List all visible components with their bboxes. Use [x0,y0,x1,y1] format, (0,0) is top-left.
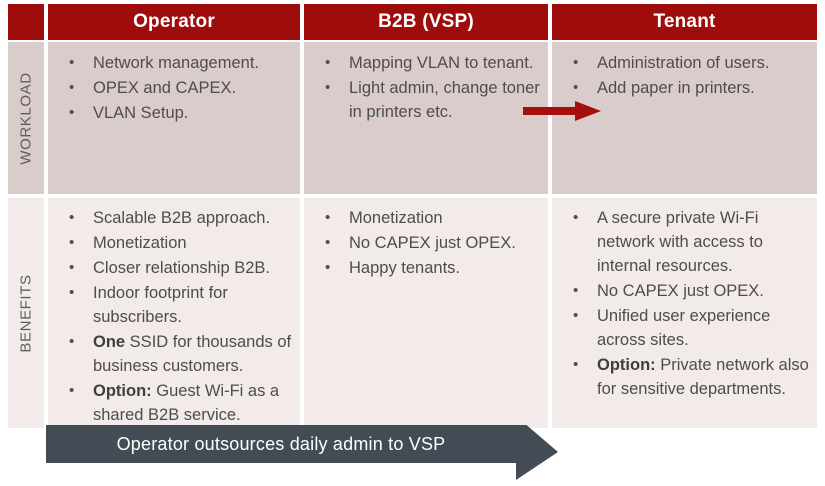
bullet-text: Add paper in printers. [597,79,755,97]
column-divider-3 [548,42,552,194]
list-item: Option: Private network also for sensiti… [564,353,811,401]
list-item: OPEX and CAPEX. [60,76,294,100]
bullet-emphasis: Option: [93,382,152,400]
cell-benefits-b2b: Monetization No CAPEX just OPEX. Happy t… [304,198,548,428]
bullet-list-workload-tenant: Administration of users. Add paper in pr… [564,51,811,101]
bullet-text: Administration of users. [597,54,770,72]
bullet-text: Monetization [93,234,187,252]
right-arrow-icon [523,101,601,121]
column-divider-2 [300,42,304,194]
bullet-list-benefits-operator: Scalable B2B approach. Monetization Clos… [60,206,294,428]
bullet-emphasis: Option: [597,356,656,374]
header-cell-tenant: Tenant [552,4,817,40]
header-corner-cell [8,4,44,40]
header-label-tenant: Tenant [653,11,716,32]
header-label-b2b: B2B (VSP) [378,11,474,32]
list-item: Monetization [316,206,542,230]
bullet-list-workload-b2b: Mapping VLAN to tenant. Light admin, cha… [316,51,542,125]
bullet-text: Monetization [349,209,443,227]
list-item: Network management. [60,51,294,75]
cell-workload-b2b: Mapping VLAN to tenant. Light admin, cha… [304,42,548,194]
bullet-text: Scalable B2B approach. [93,209,271,227]
table-header-row: Operator B2B (VSP) Tenant [8,4,817,40]
bullet-text: Network management. [93,54,259,72]
bullet-text: No CAPEX just OPEX. [349,234,516,252]
column-divider-1 [44,198,48,428]
bullet-text: Closer relationship B2B. [93,259,271,277]
column-divider-3 [548,198,552,428]
column-divider-2 [300,198,304,428]
list-item: Happy tenants. [316,256,542,280]
bullet-text: SSID for thousands of business customers… [93,333,292,375]
row-divider-workload-benefits [8,194,817,198]
list-item: Closer relationship B2B. [60,256,294,280]
list-item: No CAPEX just OPEX. [316,231,542,255]
list-item: VLAN Setup. [60,101,294,125]
list-item: No CAPEX just OPEX. [564,279,811,303]
rotated-label-workload: WORKLOAD [8,42,44,194]
bullet-text: Mapping VLAN to tenant. [349,54,534,72]
cell-benefits-tenant: A secure private Wi-Fi network with acce… [552,198,817,428]
list-item: Option: Guest Wi-Fi as a shared B2B serv… [60,379,294,427]
bullet-text: Unified user experience across sites. [597,307,771,349]
cell-benefits-operator: Scalable B2B approach. Monetization Clos… [48,198,300,428]
bullet-text: Light admin, change toner in printers et… [349,79,540,121]
bullet-text: Private network also for sensitive depar… [597,356,809,398]
bullet-list-benefits-b2b: Monetization No CAPEX just OPEX. Happy t… [316,206,542,281]
list-item: Administration of users. [564,51,811,75]
bullet-list-benefits-tenant: A secure private Wi-Fi network with acce… [564,206,811,402]
row-label-cell-benefits: BENEFITS [8,198,44,428]
bullet-text: Indoor footprint for subscribers. [93,284,228,326]
bullet-text: VLAN Setup. [93,104,189,122]
header-body-divider [8,40,817,42]
header-label-operator: Operator [133,11,215,32]
banner-arrow-shape [46,425,558,480]
list-item: Scalable B2B approach. [60,206,294,230]
list-item: Monetization [60,231,294,255]
bullet-text: OPEX and CAPEX. [93,79,237,97]
table-row-workload: WORKLOAD Network management. OPEX and CA… [8,42,817,194]
list-item: Light admin, change toner in printers et… [316,76,542,124]
list-item: A secure private Wi-Fi network with acce… [564,206,811,278]
header-cell-operator: Operator [48,4,300,40]
list-item: One SSID for thousands of business custo… [60,330,294,378]
list-item: Indoor footprint for subscribers. [60,281,294,329]
list-item: Unified user experience across sites. [564,304,811,352]
list-item: Mapping VLAN to tenant. [316,51,542,75]
bullet-emphasis: One [93,333,126,351]
list-item: Add paper in printers. [564,76,811,100]
bullet-list-workload-operator: Network management. OPEX and CAPEX. VLAN… [60,51,294,126]
row-label-text-workload: WORKLOAD [17,71,35,165]
bullet-text: No CAPEX just OPEX. [597,282,764,300]
bullet-text: Guest Wi-Fi as a shared B2B service. [93,382,280,424]
table-row-benefits: BENEFITS Scalable B2B approach. Monetiza… [8,198,817,428]
rotated-label-benefits: BENEFITS [8,198,44,428]
cell-workload-operator: Network management. OPEX and CAPEX. VLAN… [48,42,300,194]
bullet-text: A secure private Wi-Fi network with acce… [597,209,763,275]
bullet-text: Happy tenants. [349,259,460,277]
row-label-text-benefits: BENEFITS [17,273,35,353]
cell-workload-tenant: Administration of users. Add paper in pr… [552,42,817,194]
header-cell-b2b: B2B (VSP) [304,4,548,40]
row-label-cell-workload: WORKLOAD [8,42,44,194]
column-divider-1 [44,42,48,194]
